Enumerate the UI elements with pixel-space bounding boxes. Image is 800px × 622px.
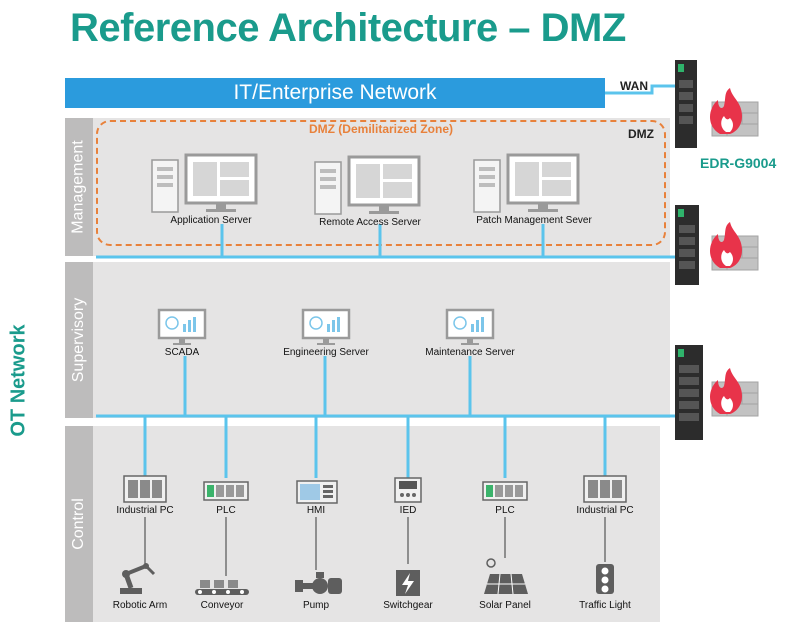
router-model-label: EDR-G9004	[700, 155, 777, 171]
server-label-app: Application Server	[170, 215, 252, 226]
wan-label: WAN	[620, 79, 648, 93]
firewall-icon	[710, 368, 759, 417]
switchgear-icon	[396, 570, 420, 596]
traffic-light-icon	[596, 564, 614, 594]
controller-label-3: HMI	[306, 505, 326, 516]
ied-icon	[394, 477, 422, 503]
controller-label-5: PLC	[495, 505, 515, 516]
device-label-2: Conveyor	[200, 600, 244, 611]
router-device	[675, 60, 697, 148]
solar-panel-icon	[484, 558, 528, 595]
conveyor-icon	[195, 580, 249, 595]
plc-icon	[203, 481, 249, 501]
dmz-tag: DMZ	[628, 127, 654, 141]
router-device	[675, 205, 699, 285]
industrial-pc-icon	[583, 475, 627, 503]
device-label-3: Pump	[302, 600, 330, 611]
controller-label-6: Industrial PC	[576, 505, 634, 516]
plc-icon	[482, 481, 528, 501]
page-title: Reference Architecture – DMZ	[70, 6, 626, 50]
pump-icon	[295, 572, 342, 594]
controller-label-2: PLC	[216, 505, 236, 516]
server-icon	[473, 153, 580, 213]
server-label-remote: Remote Access Server	[319, 217, 421, 228]
monitor-icon	[301, 308, 351, 345]
device-label-6: Traffic Light	[579, 600, 631, 611]
device-label-1: Robotic Arm	[112, 600, 168, 611]
monitor-icon	[157, 308, 207, 345]
device-label-5: Solar Panel	[479, 600, 531, 611]
server-label-patch: Patch Management Sever	[476, 215, 592, 226]
switch-device	[675, 345, 703, 440]
control-tab: Control	[65, 426, 93, 622]
server-icon	[151, 153, 258, 213]
controller-label-4: IED	[399, 505, 417, 516]
device-links	[144, 517, 606, 576]
hmi-icon	[296, 480, 338, 504]
firewall-icon	[710, 88, 759, 137]
management-tab: Management	[65, 118, 93, 256]
firewall-icon	[710, 222, 759, 271]
server-icon	[314, 155, 421, 215]
supervisory-label-scada: SCADA	[164, 347, 200, 358]
controller-label-1: Industrial PC	[116, 505, 174, 516]
device-label-4: Switchgear	[383, 600, 433, 611]
supervisory-label-eng: Engineering Server	[283, 347, 369, 358]
it-network-bar: IT/Enterprise Network	[65, 78, 605, 108]
network-links	[96, 84, 690, 478]
monitor-icon	[445, 308, 495, 345]
supervisory-tab: Supervisory	[65, 262, 93, 418]
dmz-title: DMZ (Demilitarized Zone)	[308, 122, 453, 136]
supervisory-zone	[65, 262, 670, 418]
control-zone	[65, 426, 660, 622]
industrial-pc-icon	[123, 475, 167, 503]
wan-link	[605, 84, 680, 95]
robotic-arm-icon	[120, 563, 156, 594]
supervisory-label-maint: Maintenance Server	[425, 347, 515, 358]
